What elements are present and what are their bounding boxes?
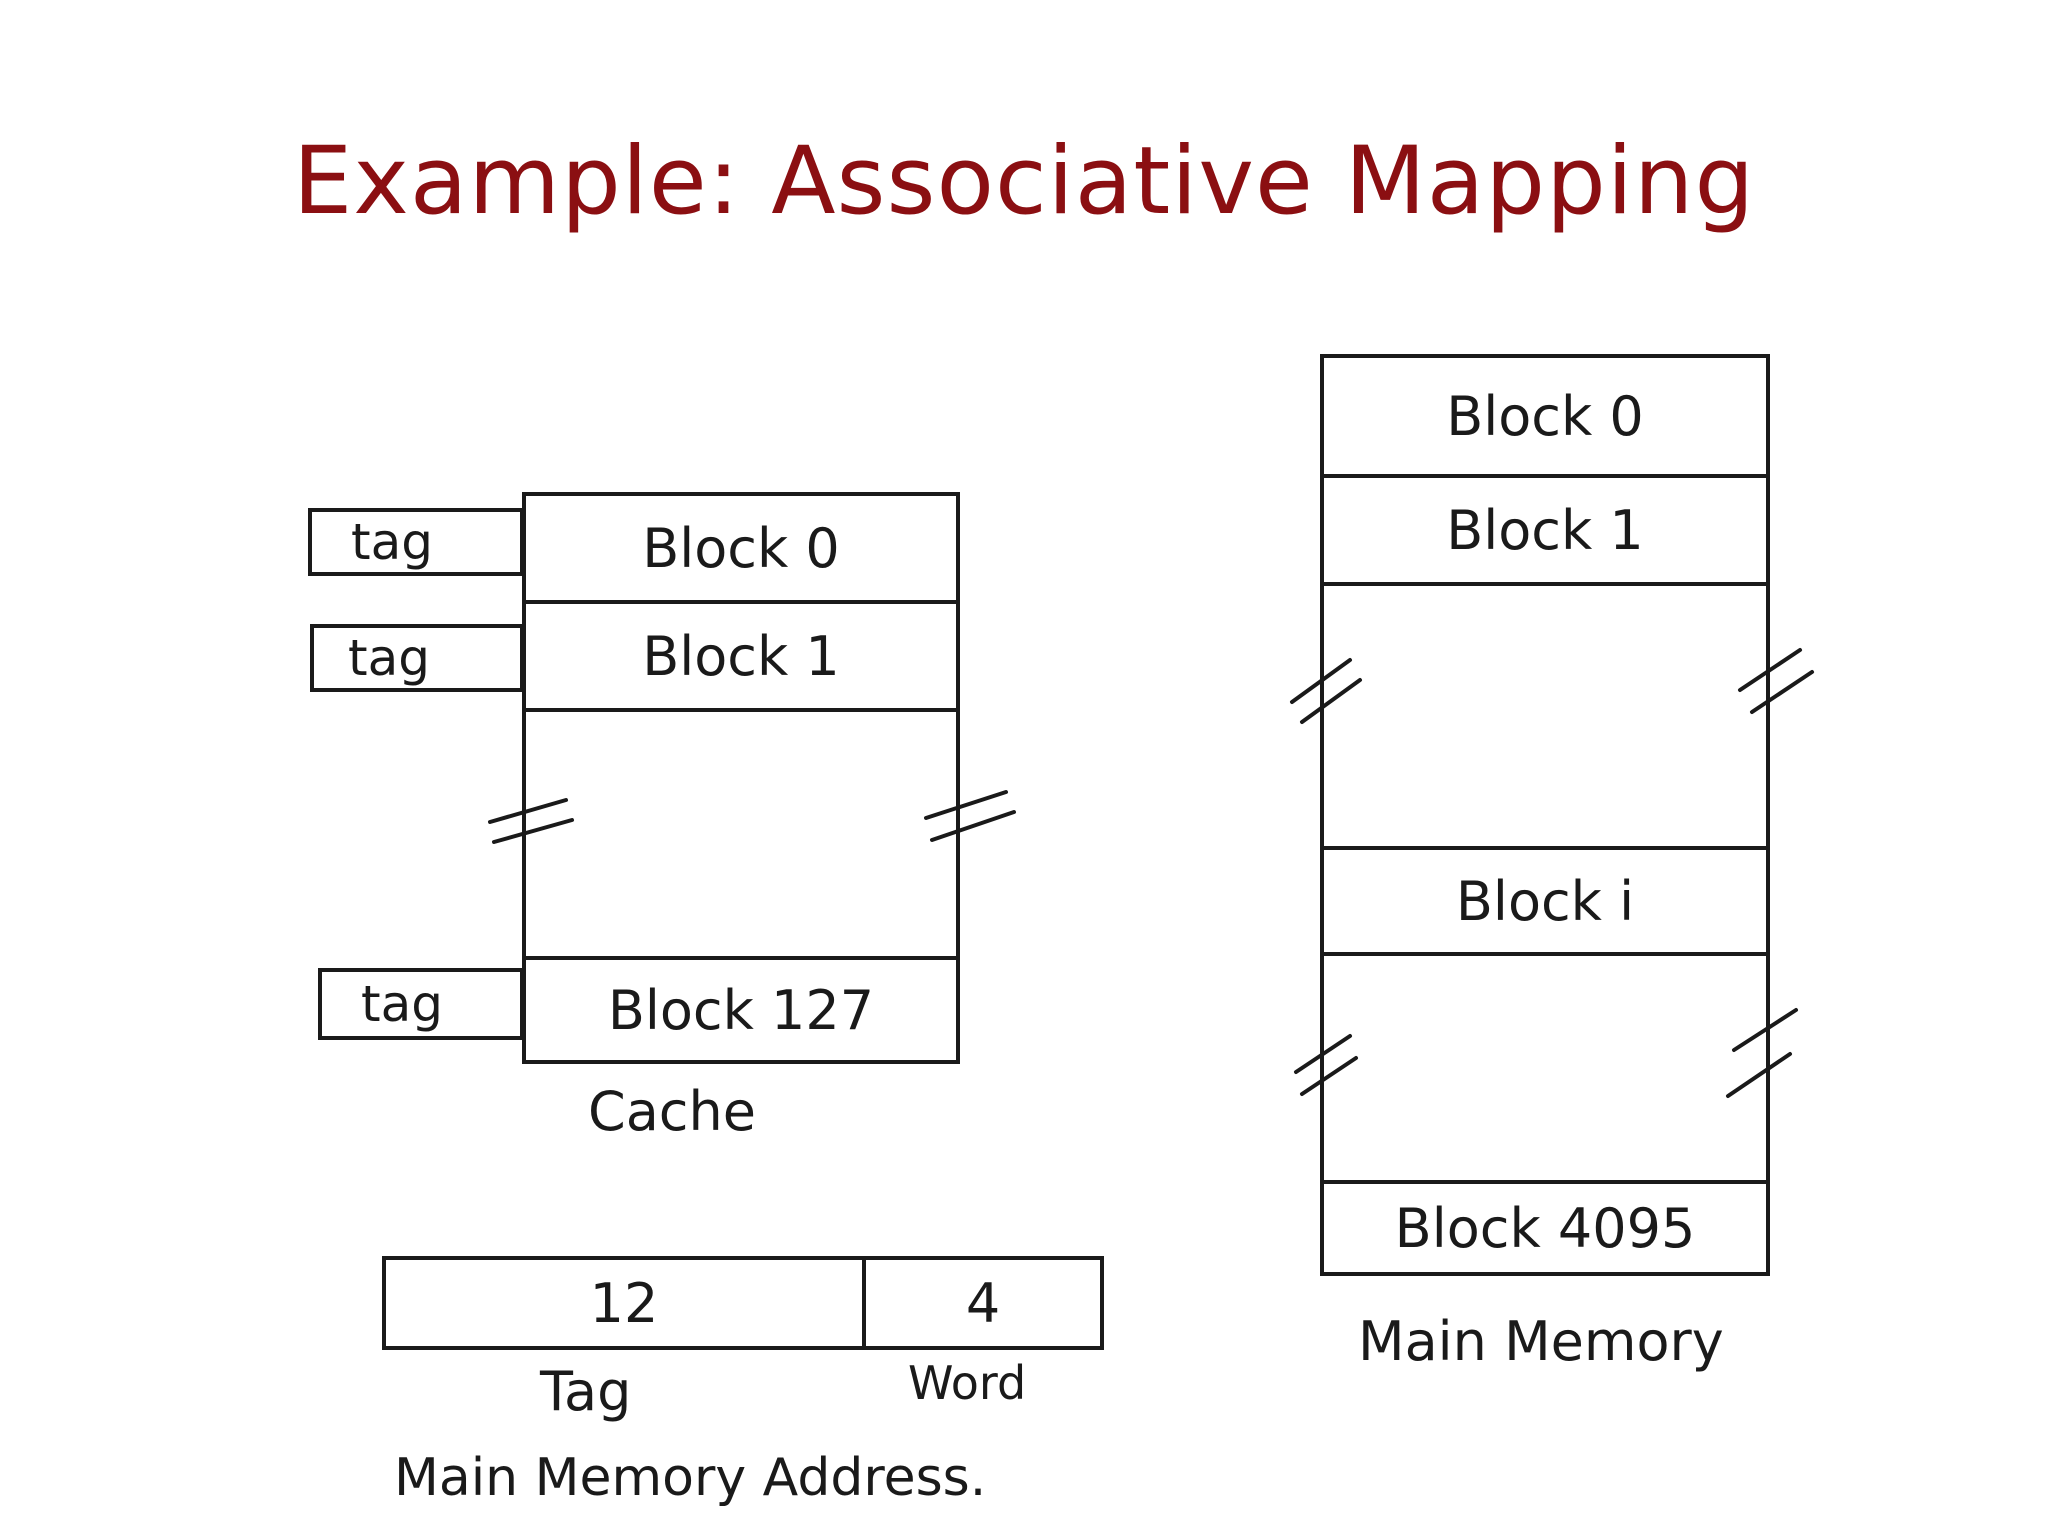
- break-mark: [1290, 658, 1362, 724]
- main-memory-box: [1320, 354, 1770, 1276]
- break-mark: [1726, 1008, 1798, 1098]
- cache-tag-box: [310, 624, 524, 692]
- memory-block-i: Block i: [1455, 869, 1635, 933]
- memory-divider: [1320, 1180, 1770, 1184]
- memory-divider: [1320, 952, 1770, 956]
- address-box: [382, 1256, 1104, 1350]
- memory-block-4095: Block 4095: [1394, 1196, 1696, 1260]
- address-word-bits: 4: [965, 1271, 1001, 1335]
- memory-divider: [1320, 846, 1770, 850]
- main-memory-caption: Main Memory: [1358, 1310, 1724, 1373]
- cache-tag-box: [318, 968, 524, 1040]
- cache-divider: [522, 956, 960, 960]
- break-mark: [1738, 648, 1814, 714]
- cache-block-1: Block 1: [642, 624, 840, 688]
- cache-tag-box: [308, 508, 524, 576]
- cache-block-127: Block 127: [607, 978, 875, 1042]
- memory-block-1: Block 1: [1446, 498, 1644, 562]
- break-mark: [1294, 1034, 1358, 1096]
- address-word-label: Word: [908, 1356, 1027, 1410]
- cache-block-0: Block 0: [642, 516, 840, 580]
- cache-tag-label: tag: [351, 513, 433, 571]
- slide-title: Example: Associative Mapping: [292, 127, 1756, 236]
- address-divider: [862, 1256, 866, 1350]
- cache-tag-label: tag: [348, 629, 430, 687]
- memory-block-0: Block 0: [1446, 384, 1644, 448]
- memory-divider: [1320, 582, 1770, 586]
- cache-divider: [522, 600, 960, 604]
- cache-tag-label: tag: [361, 975, 443, 1033]
- cache-box: [522, 492, 960, 1064]
- break-mark: [488, 798, 574, 844]
- break-mark: [924, 790, 1016, 842]
- cache-divider: [522, 708, 960, 712]
- address-tag-bits: 12: [589, 1271, 659, 1335]
- cache-caption: Cache: [588, 1080, 756, 1143]
- memory-divider: [1320, 474, 1770, 478]
- address-caption: Main Memory Address.: [394, 1448, 987, 1508]
- address-tag-label: Tag: [540, 1360, 632, 1423]
